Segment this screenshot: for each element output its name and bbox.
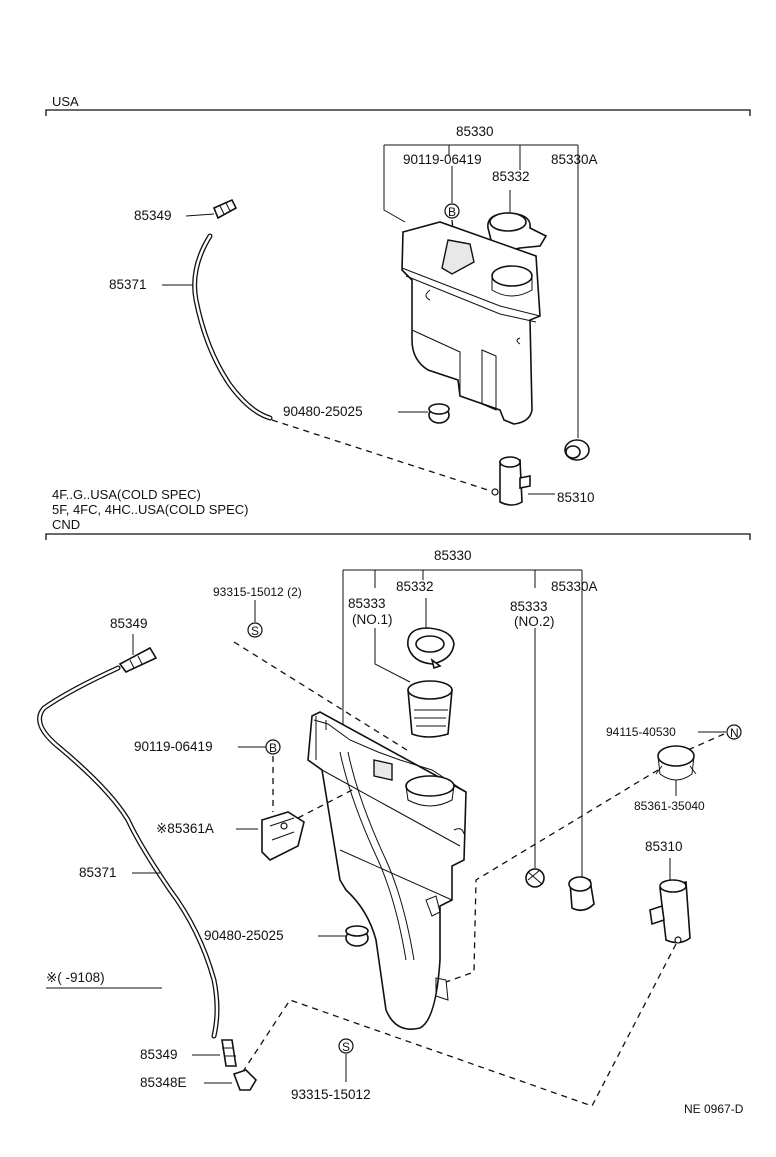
label-85330-bottom: 85330 — [434, 548, 472, 563]
badge-b-top: B — [448, 205, 456, 219]
cnd-header: CND — [52, 517, 80, 532]
label-85330A-bottom: 85330A — [551, 579, 598, 594]
label-85348E: 85348E — [140, 1075, 187, 1090]
label-85371-bottom: 85371 — [79, 865, 117, 880]
label-85333-no1: 85333 — [348, 596, 386, 611]
grommet-90480-bottom-icon — [345, 925, 369, 947]
label-85349-bottom-end: 85349 — [140, 1047, 178, 1062]
hose-route-bottom — [239, 943, 677, 1107]
label-85349-top: 85349 — [134, 208, 172, 223]
note-range: ※( -9108) — [46, 970, 105, 985]
elbow-85348E-icon — [232, 1069, 258, 1091]
nut-n-icon — [726, 724, 742, 740]
usa-section-bracket — [45, 109, 751, 116]
label-90119-top: 90119-06419 — [403, 152, 482, 167]
screw-s-icon — [247, 622, 263, 638]
cnd-section-bracket — [45, 533, 751, 540]
footer-ref: NE 0967-D — [684, 1102, 744, 1116]
label-85333-no2: 85333 — [510, 599, 548, 614]
grommet-90480-top-icon — [428, 403, 450, 424]
bolt-b-icon — [444, 203, 460, 219]
washer-tank-usa-icon — [401, 221, 541, 425]
label-85330A-top: 85330A — [551, 152, 598, 167]
cnd-note-line1: 4F..G..USA(COLD SPEC) — [52, 487, 201, 502]
strainer-85333-no1-icon — [407, 680, 453, 738]
label-93315-2: 93315-15012 (2) — [213, 585, 302, 599]
label-85333-no1-sub: (NO.1) — [352, 612, 393, 627]
strainer-85333-no2-icon — [525, 868, 545, 888]
grommet-85330A-top-icon — [564, 439, 590, 461]
label-90119-bottom: 90119-06419 — [134, 739, 213, 754]
label-93315-bottom: 93315-15012 — [291, 1087, 371, 1102]
badge-s-top: S — [251, 624, 259, 638]
badge-b-bottom: B — [269, 741, 277, 755]
label-85361A: ※85361A — [156, 821, 214, 836]
label-85310-bottom: 85310 — [645, 839, 683, 854]
label-90480-top: 90480-25025 — [283, 404, 363, 419]
usa-header: USA — [52, 94, 79, 109]
screw-s-bottom-icon — [338, 1038, 354, 1054]
cap-85332-icon — [487, 212, 548, 251]
label-90480-bottom: 90480-25025 — [204, 928, 284, 943]
badge-s-bottom: S — [342, 1040, 350, 1054]
nozzle-85349-bottom-end-icon — [221, 1039, 237, 1067]
bolt-b-bottom-icon — [265, 739, 281, 755]
bracket-85361A-icon — [261, 811, 305, 861]
hose-route-top — [271, 419, 495, 493]
washer-pump-85310-bottom-icon — [649, 879, 691, 944]
washer-pump-85310-top-icon — [491, 456, 531, 506]
label-85332-bottom: 85332 — [396, 579, 434, 594]
washer-tank-cnd-icon — [307, 711, 467, 1030]
cap-85332-bottom-icon — [407, 627, 455, 670]
hose-85371-top-icon — [192, 233, 273, 421]
nozzle-85349-bottom-top-icon — [118, 646, 158, 673]
label-85310-top: 85310 — [557, 490, 595, 505]
label-94115: 94115-40530 — [606, 725, 676, 739]
label-85332-top: 85332 — [492, 169, 530, 184]
label-85330-top: 85330 — [456, 124, 494, 139]
cnd-note-line2: 5F, 4FC, 4HC..USA(COLD SPEC) — [52, 502, 249, 517]
label-85333-no2-sub: (NO.2) — [514, 614, 555, 629]
leader-85330-tank — [383, 145, 406, 223]
grommet-85330A-bottom-icon — [568, 876, 595, 912]
label-85349-bottom-top: 85349 — [110, 616, 148, 631]
badge-n: N — [730, 726, 739, 740]
clamp-85361-35040-icon — [655, 745, 697, 781]
label-85371-top: 85371 — [109, 277, 147, 292]
nozzle-85349-top-icon — [212, 198, 238, 220]
label-85361-35040: 85361-35040 — [634, 799, 705, 813]
